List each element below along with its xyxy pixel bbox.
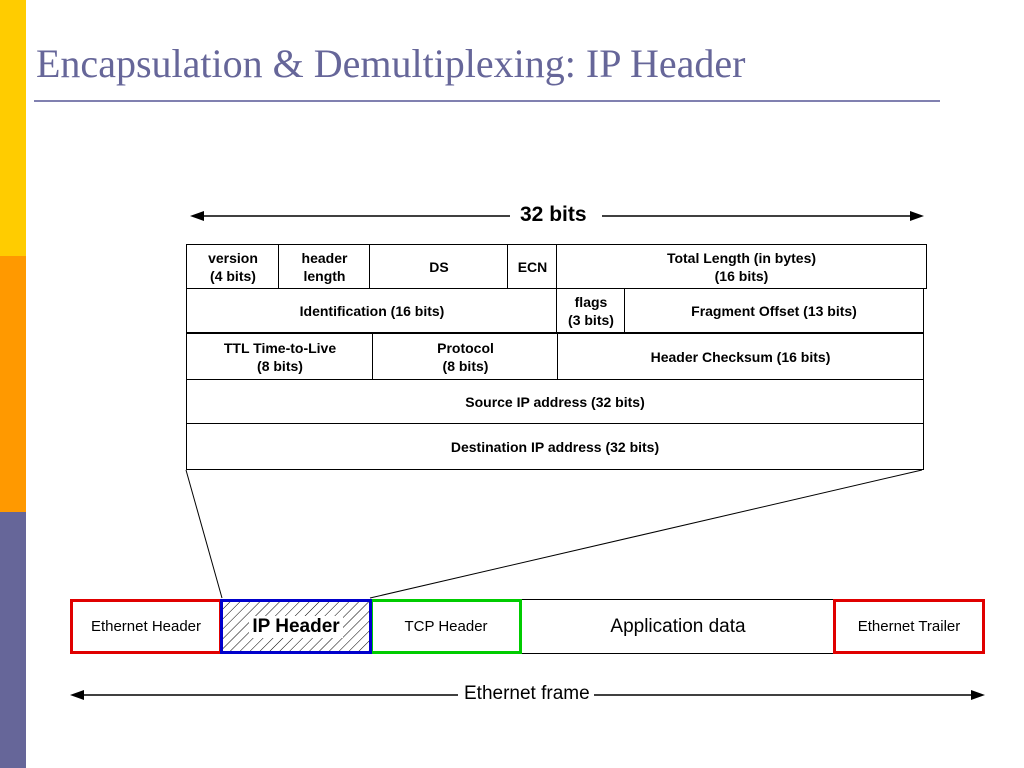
ip-header-block: IP Header (220, 599, 372, 654)
bits-arrow-left-head (190, 211, 204, 221)
field-ecn-label: ECN (517, 258, 548, 275)
field-destination-ip: Destination IP address (32 bits) (186, 423, 924, 470)
ethernet-frame-label: Ethernet frame (462, 683, 592, 705)
bits-width-label: 32 bits (518, 203, 589, 227)
field-identification-label: Identification (16 bits) (299, 302, 445, 319)
field-fragment-offset-label: Fragment Offset (13 bits) (691, 302, 857, 319)
title-underline (34, 100, 940, 102)
zoom-line-left (185, 469, 223, 599)
tcp-header-label: TCP Header (404, 618, 488, 635)
field-version: version (4 bits) (186, 244, 280, 289)
field-ttl-label: TTL Time-to-Live (8 bits) (223, 339, 337, 374)
field-total-length: Total Length (in bytes) (16 bits) (556, 244, 927, 289)
field-ttl: TTL Time-to-Live (8 bits) (186, 333, 374, 380)
ethernet-header-block: Ethernet Header (70, 599, 222, 654)
ip-header-label: IP Header (249, 615, 343, 638)
field-total-length-label: Total Length (in bytes) (16 bits) (666, 249, 817, 284)
field-version-label: version (4 bits) (208, 249, 258, 284)
tcp-header-block: TCP Header (370, 599, 522, 654)
field-ds: DS (369, 244, 509, 289)
field-header-checksum: Header Checksum (16 bits) (557, 333, 924, 380)
application-data-label: Application data (610, 615, 746, 637)
field-source-ip-label: Source IP address (32 bits) (465, 393, 645, 410)
field-destination-ip-label: Destination IP address (32 bits) (450, 438, 660, 455)
sidebar-stripe-purple (0, 512, 26, 768)
sidebar-stripe-orange (0, 256, 26, 512)
zoom-line-right (369, 469, 923, 599)
field-ecn: ECN (507, 244, 558, 289)
field-ds-label: DS (429, 258, 449, 275)
field-protocol: Protocol (8 bits) (372, 333, 559, 380)
field-header-length: header length (278, 244, 371, 289)
bits-arrow-right-head (910, 211, 924, 221)
slide-title: Encapsulation & Demultiplexing: IP Heade… (36, 41, 746, 86)
ethernet-trailer-block: Ethernet Trailer (833, 599, 985, 654)
field-flags: flags (3 bits) (556, 288, 626, 333)
field-protocol-label: Protocol (8 bits) (437, 339, 494, 374)
frame-arrow-left-head (70, 690, 84, 700)
field-identification: Identification (16 bits) (186, 288, 558, 333)
application-data-block: Application data (520, 599, 836, 654)
ethernet-header-label: Ethernet Header (90, 618, 202, 635)
field-flags-label: flags (3 bits) (568, 293, 614, 328)
frame-arrow-right-head (971, 690, 985, 700)
field-header-checksum-label: Header Checksum (16 bits) (650, 348, 831, 365)
ethernet-trailer-label: Ethernet Trailer (857, 618, 961, 635)
field-fragment-offset: Fragment Offset (13 bits) (624, 288, 924, 333)
field-source-ip: Source IP address (32 bits) (186, 379, 924, 424)
field-header-length-label: header length (301, 249, 348, 284)
sidebar-stripe-yellow (0, 0, 26, 256)
